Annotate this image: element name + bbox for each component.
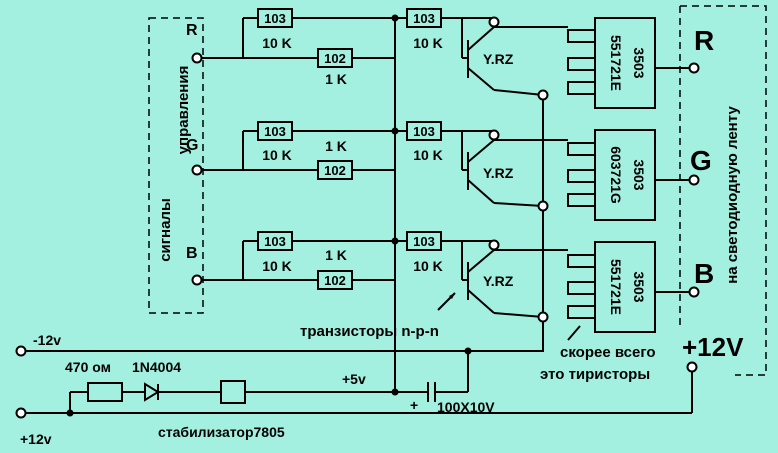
svg-text:1 K: 1 K <box>325 247 347 263</box>
chip-r <box>594 17 656 109</box>
svg-text:10 K: 10 K <box>413 258 443 274</box>
input-label-g: G <box>186 137 198 154</box>
svg-text:100X10V: 100X10V <box>437 399 495 415</box>
svg-text:470 ом: 470 ом <box>65 359 111 375</box>
svg-text:+5v: +5v <box>342 371 366 387</box>
svg-text:Y.RZ: Y.RZ <box>483 273 514 289</box>
output-terminal-g[interactable] <box>688 174 700 186</box>
resistor-470 <box>87 382 123 402</box>
transistors-note: транзисторы n-p-n <box>300 323 439 340</box>
terminal-minus12[interactable] <box>15 345 27 357</box>
output-label-g: G <box>690 145 712 176</box>
input-terminal-b[interactable] <box>191 274 203 286</box>
led-strip-frame <box>680 5 767 376</box>
input-label-r: R <box>186 22 198 39</box>
svg-text:10 K: 10 K <box>262 258 292 274</box>
input-terminal-g[interactable] <box>191 164 203 176</box>
svg-text:Y.RZ: Y.RZ <box>483 165 514 181</box>
svg-text:10 K: 10 K <box>413 147 443 163</box>
channel-r: R 103 10 K 102 1 K 103 10 K Y.RZ 551721E <box>186 8 714 109</box>
svg-text:Y.RZ: Y.RZ <box>483 51 514 67</box>
svg-text:102: 102 <box>324 51 346 66</box>
thyristors-note-2: это тиристоры <box>540 366 650 383</box>
side-label-signals: сигналы <box>157 198 174 262</box>
svg-text:10 K: 10 K <box>413 35 443 51</box>
svg-text:551721E: 551721E <box>608 259 624 315</box>
svg-text:1N4004: 1N4004 <box>132 359 181 375</box>
svg-text:1 K: 1 K <box>325 138 347 154</box>
thyristors-note-1: скорее всего <box>560 344 656 361</box>
chip-g <box>594 129 656 221</box>
output-label-r: R <box>694 25 714 56</box>
svg-text:103: 103 <box>413 11 435 26</box>
svg-text:10 K: 10 K <box>262 147 292 163</box>
svg-text:551721E: 551721E <box>608 35 624 91</box>
output-label-12v: +12V <box>682 332 744 362</box>
svg-text:103: 103 <box>413 124 435 139</box>
side-label-control: управления <box>175 66 192 155</box>
regulator-7805 <box>220 380 246 404</box>
output-terminal-r[interactable] <box>688 62 700 74</box>
channel-b: B 103 10 K 1 K 102 103 10 K Y.RZ 551721E… <box>186 231 714 333</box>
svg-text:103: 103 <box>413 234 435 249</box>
svg-text:103: 103 <box>264 124 286 139</box>
svg-text:стабилизатор7805: стабилизатор7805 <box>158 424 285 440</box>
svg-text:3503: 3503 <box>631 271 647 302</box>
input-label-b: B <box>186 245 198 262</box>
svg-text:10 K: 10 K <box>262 35 292 51</box>
svg-text:103: 103 <box>264 234 286 249</box>
output-label-b: B <box>694 258 714 289</box>
svg-text:3503: 3503 <box>631 159 647 190</box>
svg-text:102: 102 <box>324 273 346 288</box>
svg-text:1 K: 1 K <box>325 71 347 87</box>
terminal-plus12[interactable] <box>15 407 27 419</box>
strip-label: на светодиодную ленту <box>724 106 741 284</box>
svg-text:3503: 3503 <box>631 47 647 78</box>
output-terminal-12v[interactable] <box>686 361 698 373</box>
channel-g: G 103 10 K 1 K 102 103 10 K Y.RZ 603721G… <box>186 121 712 221</box>
input-terminal-r[interactable] <box>191 52 203 64</box>
label-minus12: -12v <box>33 332 61 348</box>
output-terminal-b[interactable] <box>688 286 700 298</box>
control-signal-frame <box>148 17 204 314</box>
svg-text:102: 102 <box>324 163 346 178</box>
svg-text:603721G: 603721G <box>608 146 624 204</box>
svg-text:103: 103 <box>264 11 286 26</box>
diode <box>144 382 160 402</box>
svg-text:+: + <box>410 397 418 413</box>
label-plus12: +12v <box>20 431 52 447</box>
